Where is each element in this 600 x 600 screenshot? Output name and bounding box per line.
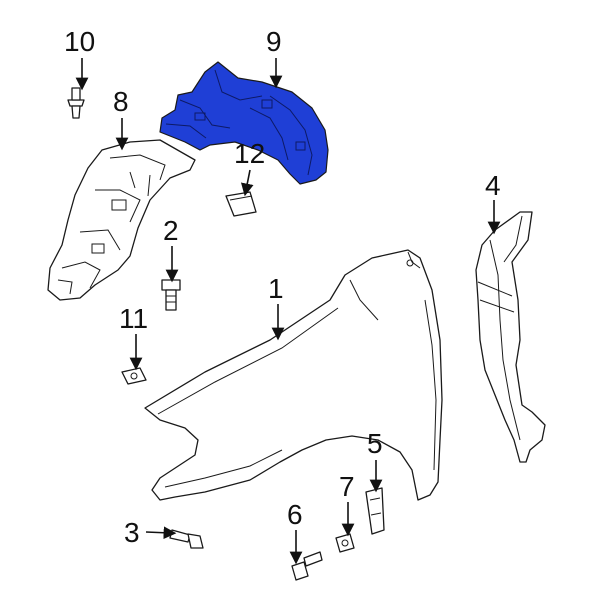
nut-clip-part-11[interactable] — [121, 367, 147, 385]
bolt-part-3[interactable] — [169, 529, 204, 549]
callout-11: 11 — [119, 303, 148, 334]
clip-part-10[interactable] — [67, 87, 85, 119]
bolt-part-2[interactable] — [161, 279, 181, 311]
fender-liner-part-8[interactable] — [47, 139, 196, 301]
leader-3 — [145, 526, 177, 540]
callout-8: 8 — [113, 86, 129, 117]
callout-2: 2 — [163, 215, 179, 246]
callout-6: 6 — [287, 499, 303, 530]
callout-7: 7 — [339, 471, 355, 502]
callout-12: 12 — [234, 138, 265, 169]
fender-part-1[interactable] — [144, 249, 443, 501]
callout-labels: 10 8 9 12 2 11 1 4 5 7 6 3 — [64, 26, 501, 548]
fender-liner-part-9-highlighted[interactable] — [159, 61, 329, 185]
callout-5: 5 — [367, 428, 383, 459]
nut-part-7[interactable] — [335, 533, 355, 553]
leader-lines — [75, 58, 501, 565]
clip-part-12[interactable] — [225, 191, 257, 217]
fender-bracket-part-4[interactable] — [475, 211, 546, 463]
callout-10: 10 — [64, 26, 95, 57]
leader-12 — [240, 169, 254, 197]
callout-9: 9 — [266, 26, 282, 57]
callout-3: 3 — [124, 517, 140, 548]
bracket-part-5[interactable] — [365, 487, 385, 535]
callout-4: 4 — [485, 170, 501, 201]
bolt-part-6[interactable] — [291, 551, 323, 581]
callout-1: 1 — [268, 273, 284, 304]
